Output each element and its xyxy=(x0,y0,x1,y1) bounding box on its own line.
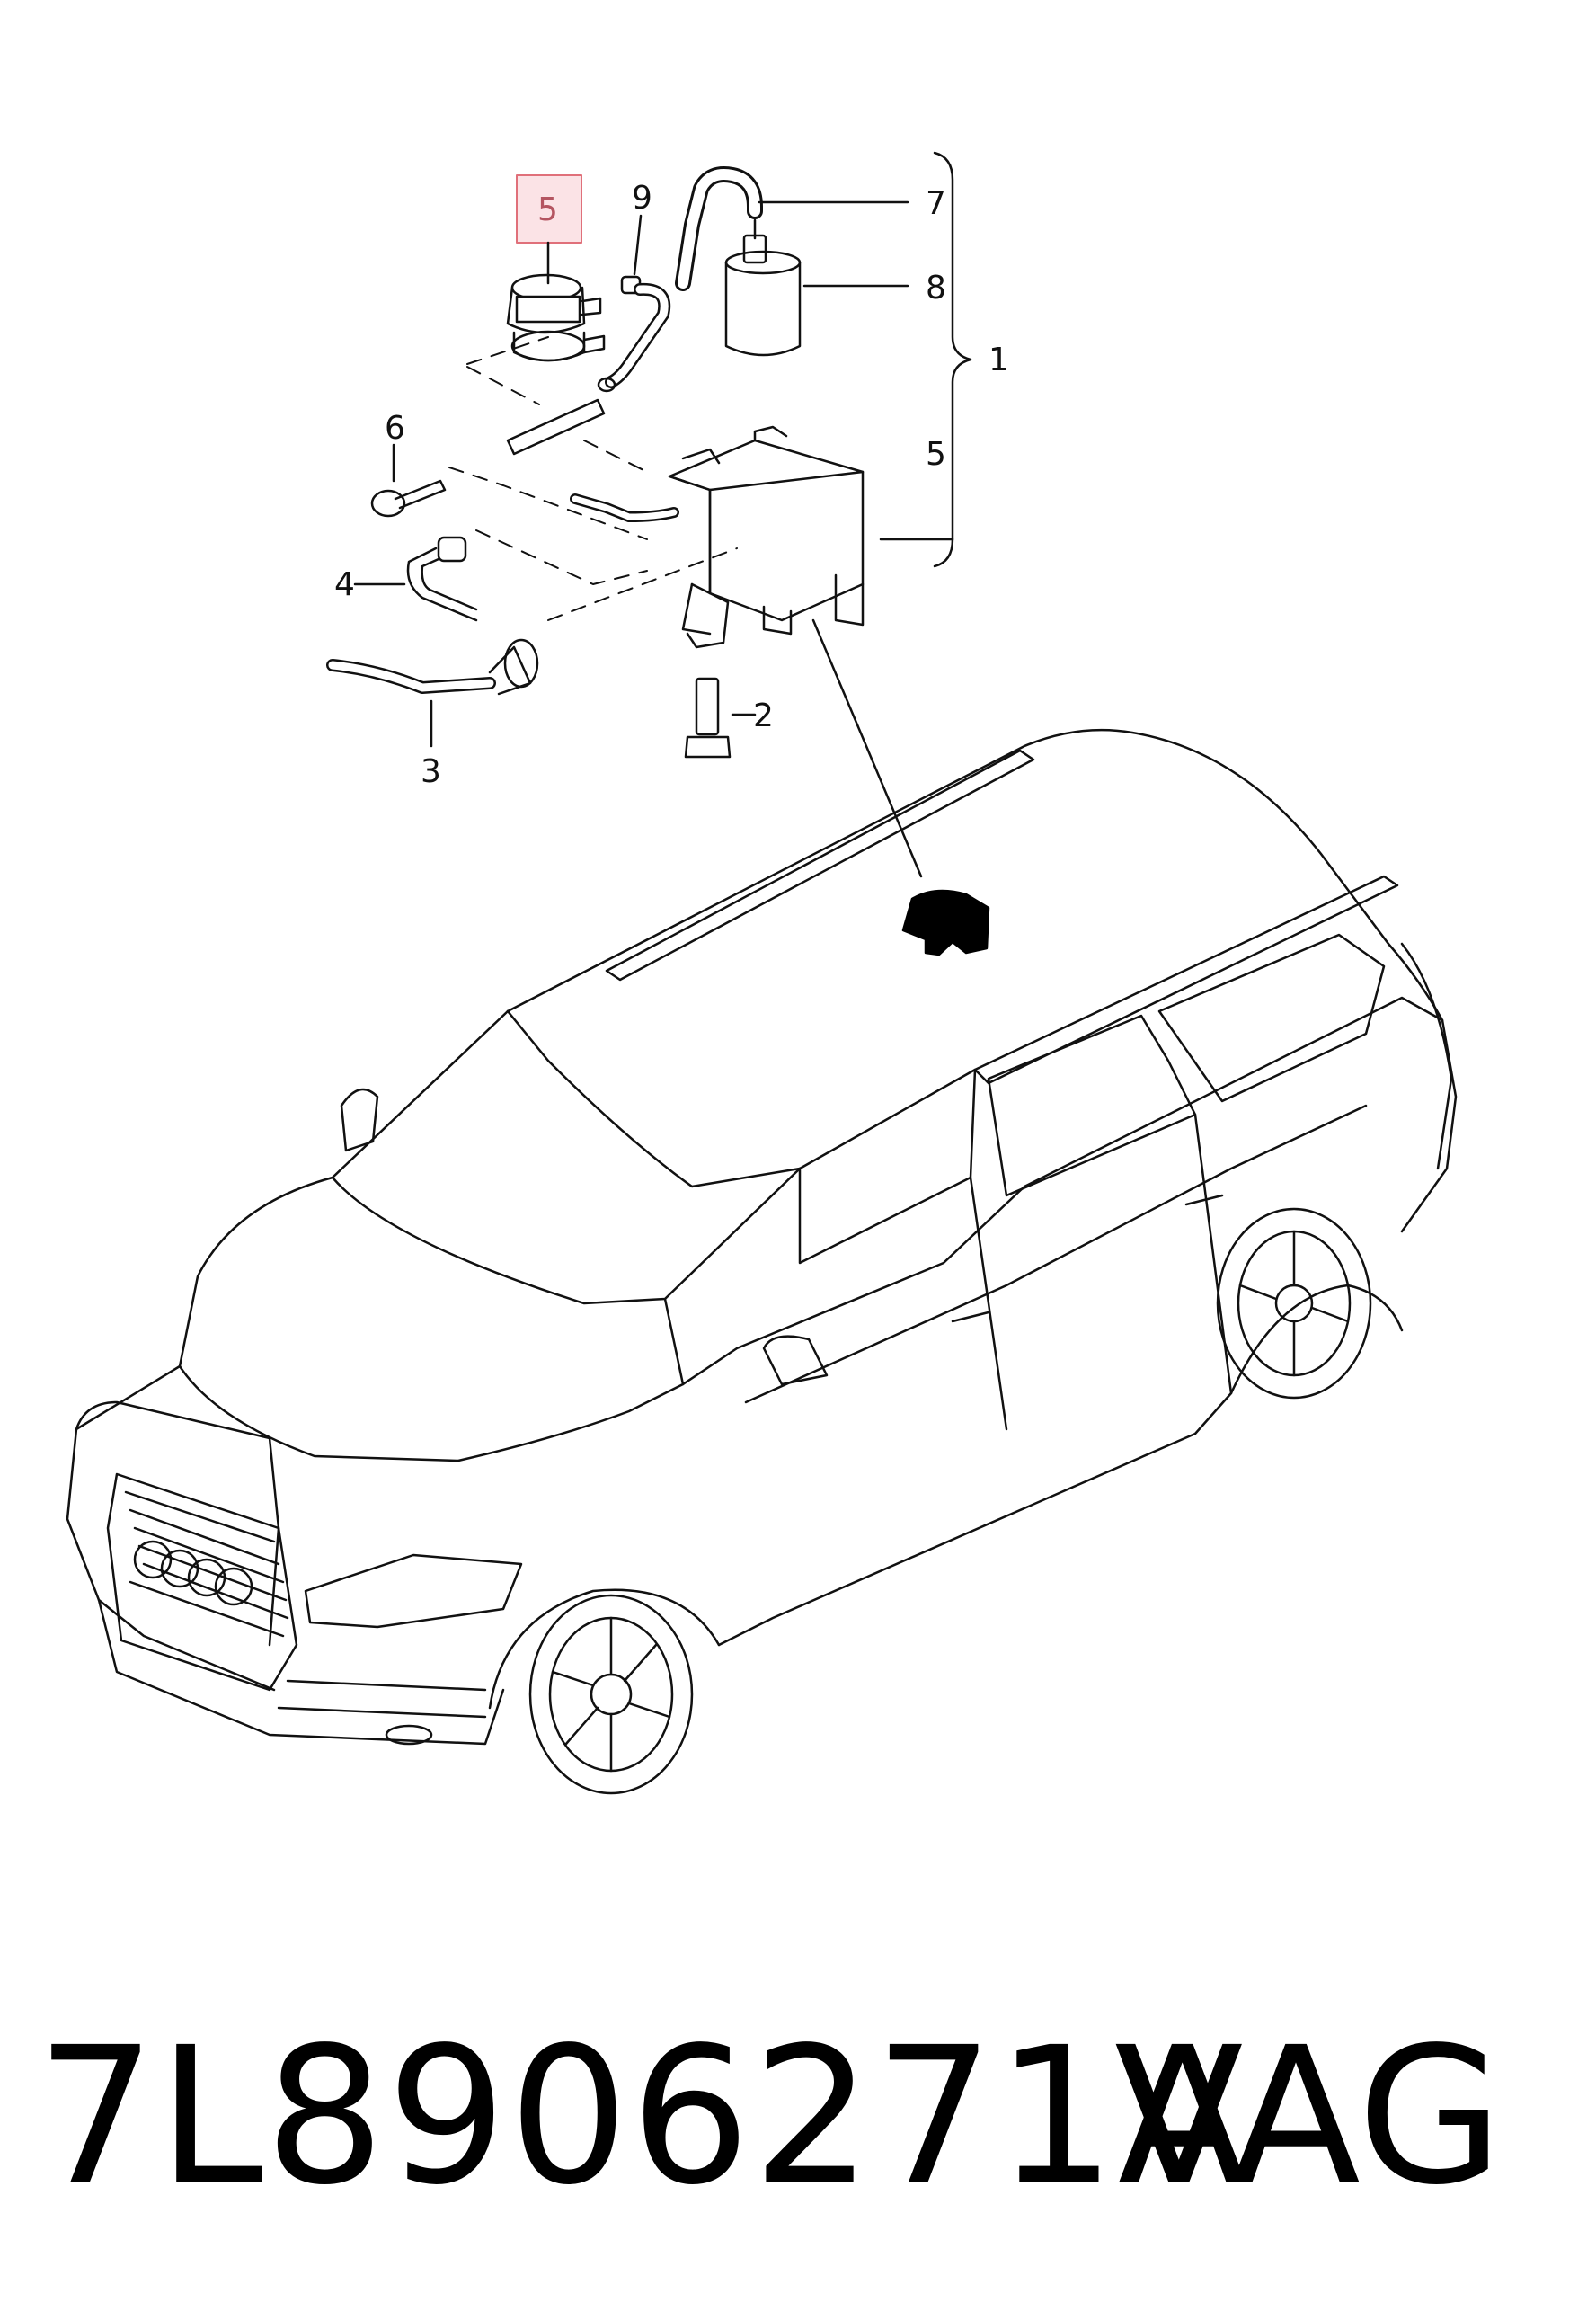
bracket-group-1 xyxy=(879,151,972,568)
fitting-part-9 xyxy=(620,214,643,295)
callout-7: 7 xyxy=(926,185,946,222)
pipe-part-4 xyxy=(353,536,478,622)
pipe-part-3 xyxy=(326,638,539,748)
vehicle-outline xyxy=(66,728,1458,1795)
canister-pipe xyxy=(570,493,679,522)
leader-line xyxy=(811,618,923,878)
callout-5-bracket: 5 xyxy=(926,436,946,473)
manufacturer-label: VAG xyxy=(1114,2006,1503,2227)
callout-5-highlighted: 5 xyxy=(537,191,558,228)
part-number: 7L8906271A xyxy=(36,2006,1249,2227)
callout-3: 3 xyxy=(421,753,441,790)
hose-part-7 xyxy=(675,166,909,291)
valve-part-5 xyxy=(506,174,606,362)
canister-location-marker xyxy=(901,889,990,956)
bolt-part-2 xyxy=(684,677,757,759)
callout-4: 4 xyxy=(334,566,355,603)
screw-part-6 xyxy=(370,443,447,518)
carbon-canister xyxy=(668,425,864,649)
filter-part-8 xyxy=(724,218,909,357)
callout-8: 8 xyxy=(926,270,946,307)
hose-part-9 xyxy=(597,282,671,393)
callout-6: 6 xyxy=(385,410,405,447)
callout-9: 9 xyxy=(632,180,652,217)
callout-2: 2 xyxy=(753,698,774,734)
small-pipe xyxy=(506,398,606,456)
callout-1: 1 xyxy=(989,342,1009,378)
